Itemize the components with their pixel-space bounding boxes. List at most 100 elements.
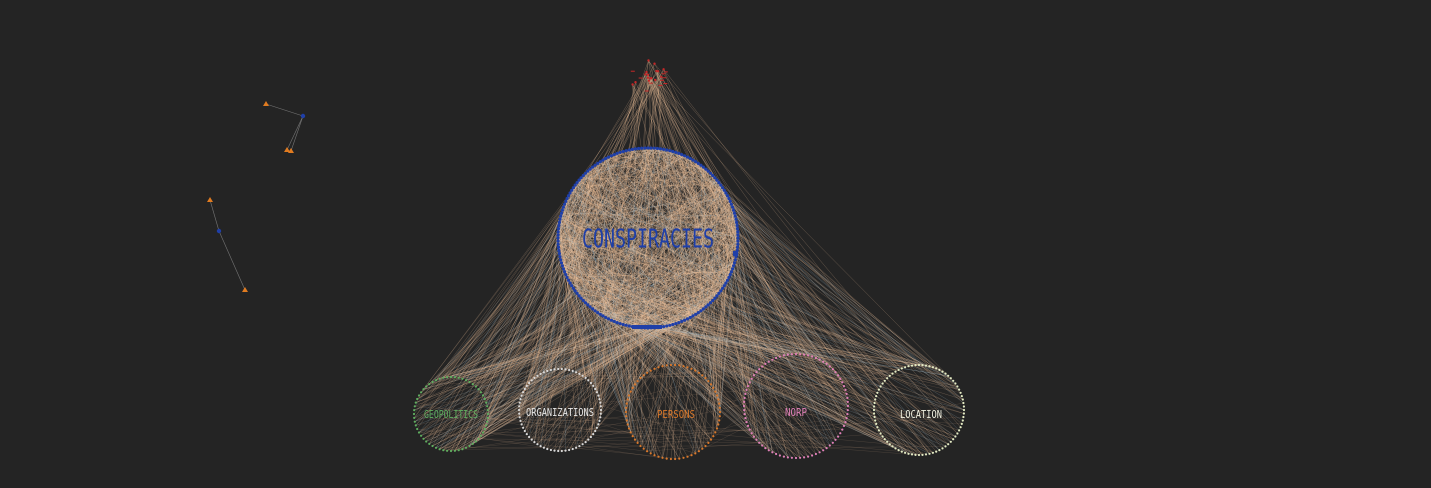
graph-edge [617,153,877,397]
graph-edge [478,438,760,444]
conspiracy-node [736,233,740,237]
graph-edge [450,302,586,452]
graph-edge [429,325,670,385]
graph-edge [595,310,642,329]
graph-edge [620,152,849,407]
conspiracy-node [733,258,737,262]
conspiracy-node [557,223,561,228]
graph-edge [562,265,596,311]
graph-edge [602,315,848,411]
norp-node [803,456,806,459]
conspiracy-node [727,196,731,201]
top-cluster-node [654,78,657,82]
graph-edge [562,209,718,297]
persons-node [714,431,717,434]
graph-edge [559,222,728,281]
graph-edge [646,72,704,309]
graph-edge [564,271,827,365]
organizations-node [539,372,542,375]
norp-node [831,368,834,371]
graph-edge [560,198,729,261]
graph-edge [585,173,712,440]
graph-edge [681,175,713,322]
graph-edge [714,177,920,366]
graph-edge [590,213,735,384]
graph-edge [650,147,736,260]
graph-edge [414,253,737,411]
graph-edge [524,149,630,432]
graph-edge [648,80,770,451]
conspiracy-node [713,176,717,180]
graph-edge [629,280,728,327]
conspiracy-node [561,267,566,271]
graph-edge [565,147,655,202]
conspiracy-node [704,167,708,171]
persons-node [682,365,685,368]
graph-edge [518,167,593,411]
graph-edge [737,247,896,449]
graph-edge [588,416,964,440]
graph-edge [594,165,700,452]
conspiracy-node [579,296,583,300]
graph-edge [684,155,731,202]
graph-edge [564,163,699,272]
graph-edge [632,158,691,327]
graph-edge [562,265,797,355]
graph-edge [561,192,726,264]
conspiracy-node [633,147,638,151]
persons-node [661,365,664,368]
location-node [900,450,903,453]
graph-edge [426,319,685,442]
organizations-node [587,438,590,441]
graph-edge [734,213,909,454]
graph-edge [575,187,723,292]
graph-edge [713,298,716,388]
graph-edge [565,152,676,202]
organizations-node [581,443,584,446]
graph-edge [528,219,737,384]
location-node [958,429,961,432]
location-node [888,374,891,377]
graph-edge [559,195,728,257]
graph-edge [650,148,696,315]
graph-edge [458,219,561,378]
graph-edge [558,166,593,229]
organizations-node [557,367,560,371]
graph-edge [629,149,727,194]
graph-edge [563,148,658,208]
graph-edge [560,216,621,324]
graph-edge [640,78,651,447]
graph-edge [708,304,946,374]
graph-edge [648,60,930,454]
graph-edge [558,250,893,447]
graph-edge [684,282,727,321]
geopolitics-node [431,444,434,448]
graph-edge [565,327,646,370]
graph-edge [684,319,763,367]
graph-edge [557,187,574,239]
graph-edge [563,207,845,427]
graph-edge [565,325,630,451]
graph-edge [650,148,702,311]
graph-edge [589,225,738,308]
triangle-node [263,101,269,106]
graph-edge [420,168,591,393]
graph-edge [687,318,721,408]
graph-edge [669,150,728,196]
conspiracy-node [588,305,592,309]
graph-edge [684,155,731,202]
graph-edge [543,280,569,448]
graph-edge [734,262,834,443]
location-node [873,415,876,419]
graph-edge [420,265,734,436]
graph-edge [629,293,719,327]
graph-edge [594,157,609,390]
graph-edge [657,148,699,164]
graph-edge [594,201,731,390]
graph-edge [558,212,735,229]
graph-edge [662,201,731,458]
graph-edge [692,315,958,387]
graph-edge [605,317,875,404]
graph-edge [623,151,735,214]
graph-edge [632,149,849,407]
